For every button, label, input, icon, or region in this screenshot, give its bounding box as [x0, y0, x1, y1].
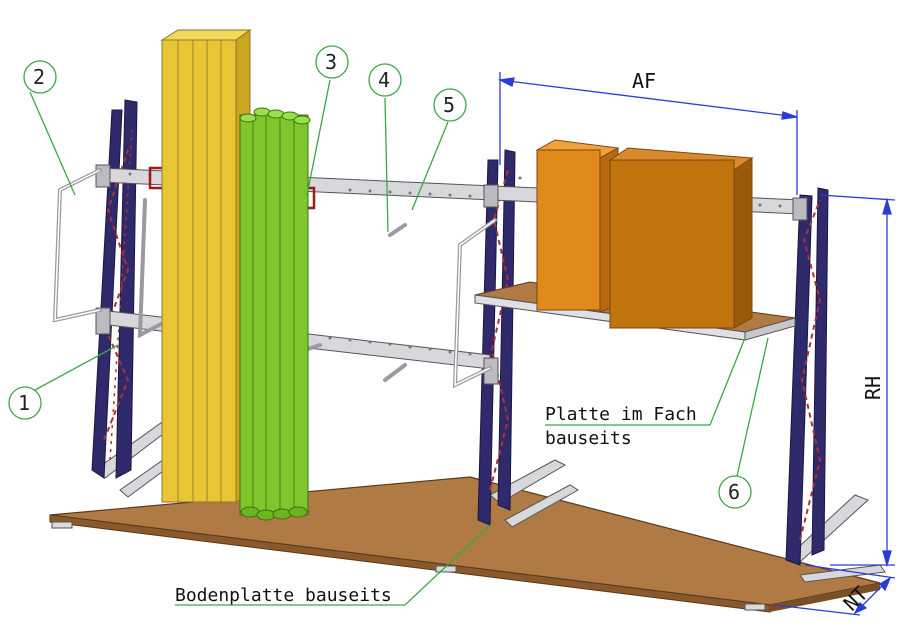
dimension-af	[497, 72, 798, 195]
svg-text:1: 1	[18, 391, 30, 415]
shelf-note-line1: Platte im Fach	[545, 404, 697, 425]
upright-middle	[477, 149, 516, 526]
pipe-bundle	[239, 107, 311, 521]
svg-text:4: 4	[378, 68, 390, 92]
dimension-label-rh: RH	[861, 376, 885, 400]
callout-1: 1	[8, 386, 42, 420]
leader-lines	[29, 79, 769, 606]
floor-note: Bodenplatte bauseits	[175, 585, 392, 606]
upright-left	[91, 99, 138, 479]
callout-6: 6	[718, 475, 752, 509]
callout-4: 4	[368, 63, 402, 97]
svg-text:2: 2	[33, 65, 45, 89]
svg-text:5: 5	[443, 93, 455, 117]
shelf-note-line2: bauseits	[545, 428, 632, 449]
callout-3: 3	[315, 45, 349, 79]
svg-text:6: 6	[728, 480, 740, 504]
timber-stack	[160, 29, 252, 503]
dimension-rh	[819, 194, 896, 568]
callout-2: 2	[23, 60, 57, 94]
dimension-nt	[774, 564, 896, 616]
upright-right	[785, 187, 829, 566]
boxes	[535, 139, 754, 329]
callout-5: 5	[433, 88, 467, 122]
svg-text:3: 3	[325, 50, 337, 74]
dimension-label-af: AF	[632, 69, 656, 93]
